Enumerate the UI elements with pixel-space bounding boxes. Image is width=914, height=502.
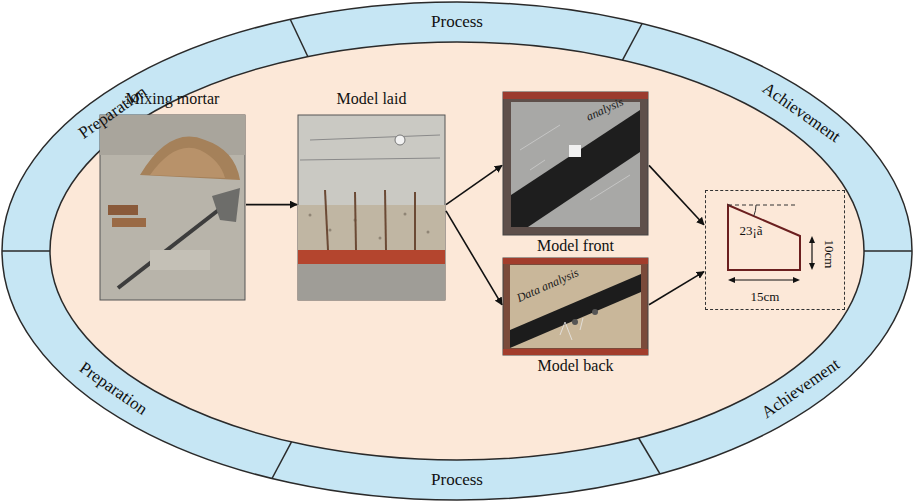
panel-caption: Mixing mortar (126, 90, 220, 108)
flow-arrow (446, 211, 502, 305)
photo-panel: Data analysisModel back (503, 258, 648, 375)
photo-panel: Model laid (298, 88, 445, 300)
flow-arrow (446, 165, 502, 204)
model-front-photo (503, 92, 648, 235)
mortar-photo (100, 115, 245, 300)
flow-arrow (649, 165, 704, 224)
inner-ground (50, 42, 864, 460)
stage-label: Process (431, 471, 483, 490)
model-laid-photo (298, 115, 445, 300)
panel-caption: Model laid (337, 90, 407, 108)
photo-annotation: analysis (584, 95, 625, 124)
model-back-photo (503, 258, 648, 355)
angle-dimension: 23¡ã (739, 224, 762, 239)
stage-label: Achievement (759, 355, 844, 422)
height-dimension: 10cm (822, 240, 837, 269)
panel-caption: Model back (538, 357, 614, 375)
stage-label: Achievement (759, 79, 844, 146)
photo-panel: analysisModel front (503, 92, 648, 255)
photo-panel: Mixing mortar (100, 88, 245, 300)
flow-arrow (649, 272, 704, 305)
flow-arrow (246, 204, 297, 206)
section-sketch (728, 205, 815, 283)
photo-annotation: Data analysis (515, 266, 581, 306)
ring-dividers (2, 19, 912, 478)
panel-caption: Model front (537, 237, 614, 255)
stage-label: Preparation (76, 359, 151, 419)
result-box: 23¡ã 10cm 15cm (705, 190, 845, 310)
width-dimension: 15cm (751, 290, 780, 305)
stage-label: Process (431, 13, 483, 32)
